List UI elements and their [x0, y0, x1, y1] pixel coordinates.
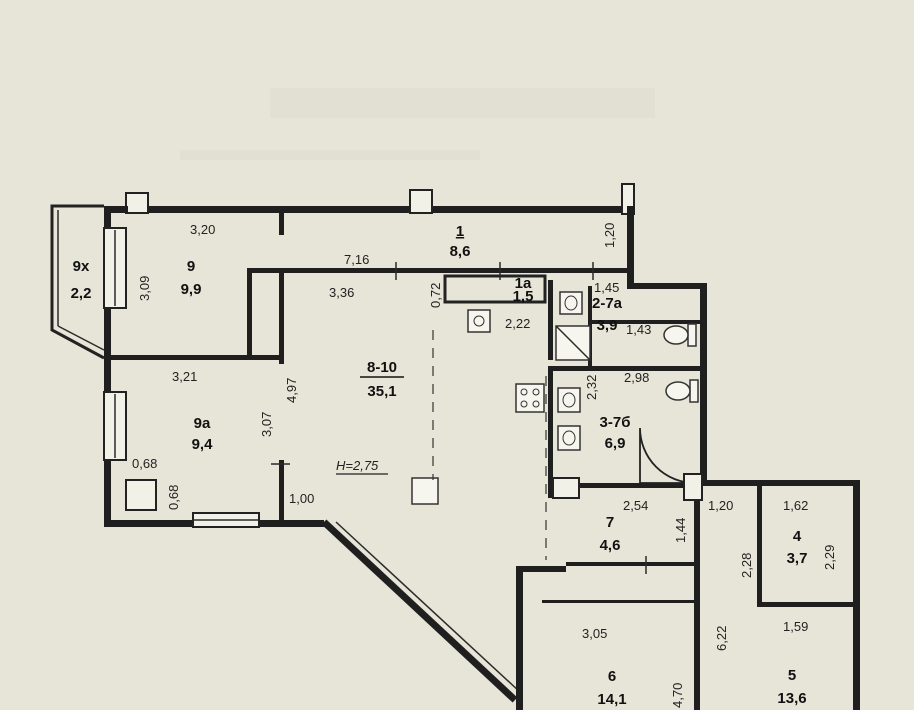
ceiling-height-mark: H=2,75 [336, 458, 388, 475]
toilet-icon [665, 379, 699, 403]
svg-text:9а: 9а [194, 415, 211, 432]
sink-icon [467, 309, 491, 333]
washbasin-icon [559, 291, 583, 315]
background-print-mark [180, 150, 480, 160]
dim-label: 1,20 [602, 223, 617, 248]
svg-text:6: 6 [608, 668, 616, 685]
dim-label: 3,07 [259, 412, 274, 437]
dim-label: 1,45 [594, 280, 619, 295]
svg-text:9: 9 [187, 258, 195, 275]
svg-text:2,2: 2,2 [71, 285, 92, 302]
svg-text:35,1: 35,1 [367, 383, 396, 400]
dim-label: 2,54 [623, 498, 648, 513]
svg-text:4: 4 [793, 528, 802, 545]
washbasin-icon [557, 425, 581, 451]
room-8-10: 8-10 35,1 [360, 359, 404, 400]
fridge-icon [411, 477, 439, 505]
room-labels: 1 8,6 9 9,9 9х 2,2 9а 9,4 8-10 35,1 1а 1… [71, 223, 808, 708]
dim-label: 0,68 [132, 456, 157, 471]
stove-icon [515, 383, 545, 413]
room-3-7b: 3-7б 6,9 [600, 414, 631, 452]
dim-label: 2,32 [584, 375, 599, 400]
svg-text:14,1: 14,1 [597, 691, 626, 708]
room-9: 9 9,9 [181, 258, 202, 298]
dim-label: 2,22 [505, 316, 530, 331]
svg-text:13,6: 13,6 [777, 690, 806, 707]
inner-walls [111, 213, 853, 710]
dashed-lines [271, 262, 647, 574]
dim-label: 3,05 [582, 626, 607, 641]
dim-label: 3,36 [329, 285, 354, 300]
room-9a: 9а 9,4 [192, 415, 214, 453]
room-9x: 9х 2,2 [71, 258, 92, 302]
svg-text:9,4: 9,4 [192, 436, 214, 453]
background-print-mark [270, 88, 655, 118]
dim-label: 3,09 [137, 276, 152, 301]
svg-text:3,9: 3,9 [597, 317, 618, 334]
room-1: 1 8,6 [450, 223, 471, 260]
dim-label: 2,98 [624, 370, 649, 385]
dim-label: 7,16 [344, 252, 369, 267]
dim-label: 1,62 [783, 498, 808, 513]
svg-text:9х: 9х [73, 258, 90, 275]
dim-label: 0,68 [166, 485, 181, 510]
room-6: 6 14,1 [597, 668, 626, 708]
dim-label: 4,97 [284, 378, 299, 403]
svg-text:8,6: 8,6 [450, 243, 471, 260]
svg-text:1,5: 1,5 [513, 288, 534, 305]
svg-text:H=2,75: H=2,75 [336, 458, 379, 473]
svg-text:1: 1 [456, 223, 464, 240]
washbasin-icon [557, 387, 581, 413]
dim-label: 1,00 [289, 491, 314, 506]
svg-text:3,7: 3,7 [787, 550, 808, 567]
dim-label: 6,22 [714, 626, 729, 651]
dim-label: 2,29 [822, 545, 837, 570]
room-5: 5 13,6 [777, 667, 806, 707]
svg-text:9,9: 9,9 [181, 281, 202, 298]
dim-label: 1,44 [673, 518, 688, 543]
svg-text:1а: 1а [515, 275, 532, 292]
dimensions: 3,20 1,20 7,16 3,09 3,36 0,72 1,45 2,22 … [132, 222, 837, 708]
dim-label: 2,28 [739, 553, 754, 578]
dim-label: 3,20 [190, 222, 215, 237]
dim-label: 0,72 [428, 283, 443, 308]
svg-text:4,6: 4,6 [600, 537, 621, 554]
dim-label: 1,20 [708, 498, 733, 513]
toilet-icon [663, 323, 697, 347]
fixtures [411, 291, 699, 505]
svg-text:3-7б: 3-7б [600, 414, 631, 431]
dim-label: 4,70 [670, 683, 685, 708]
room-2-7a: 2-7а 3,9 [592, 295, 623, 334]
svg-text:5: 5 [788, 667, 796, 684]
outer-walls [50, 183, 860, 710]
dim-label: 3,21 [172, 369, 197, 384]
dim-label: 1,43 [626, 322, 651, 337]
svg-text:8-10: 8-10 [367, 359, 397, 376]
room-4: 4 3,7 [787, 528, 808, 567]
svg-text:6,9: 6,9 [605, 435, 626, 452]
dim-label: 1,59 [783, 619, 808, 634]
svg-text:2-7а: 2-7а [592, 295, 623, 312]
room-7: 7 4,6 [600, 514, 621, 554]
svg-text:7: 7 [606, 514, 614, 531]
room-1a: 1а 1,5 [513, 275, 534, 305]
